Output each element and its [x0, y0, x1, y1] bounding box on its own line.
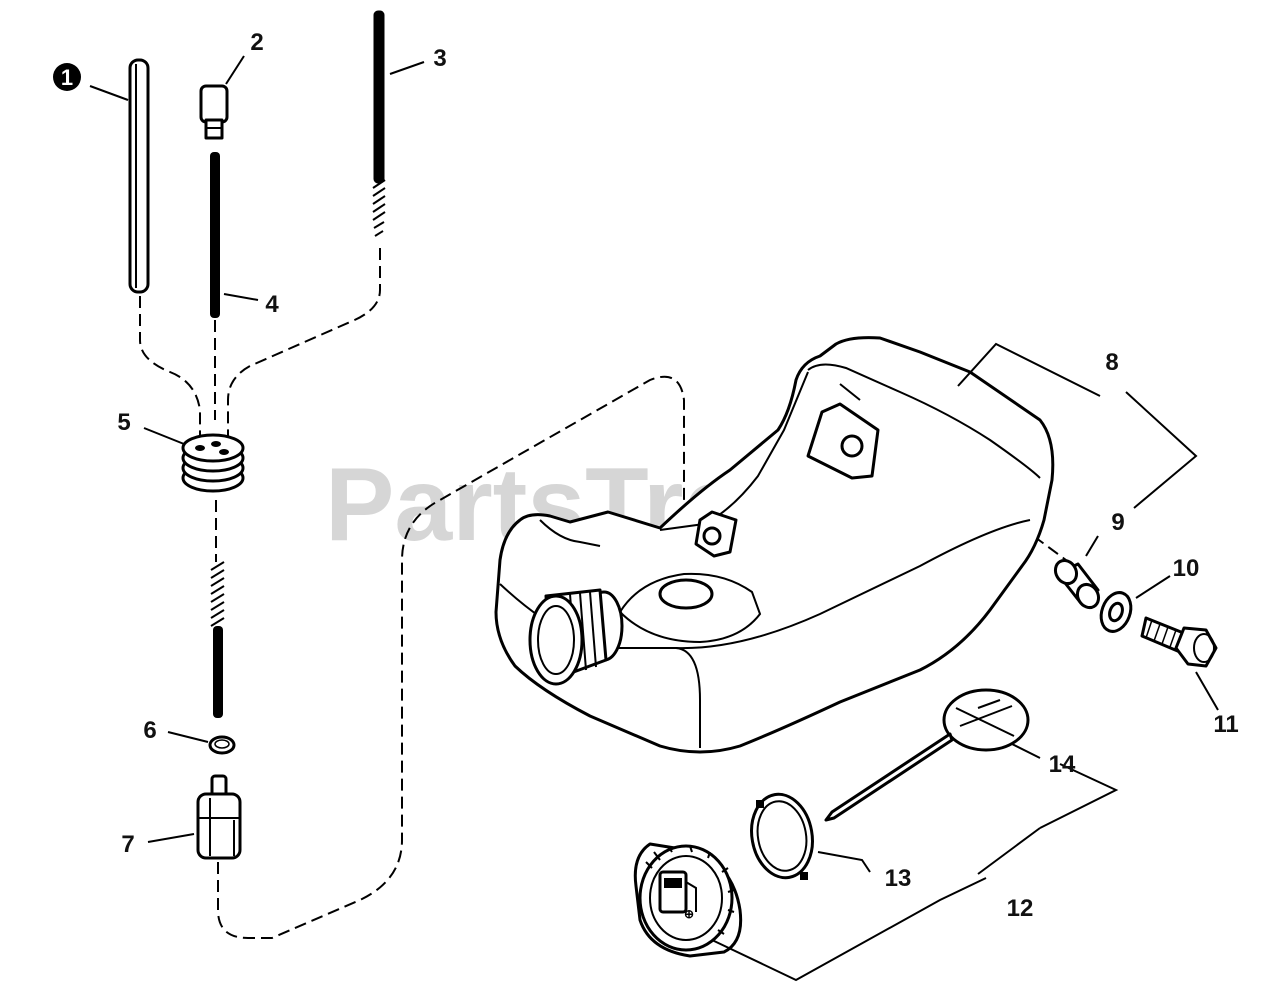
leader-lines: [89, 55, 1219, 982]
callout-11[interactable]: 11: [1213, 711, 1238, 738]
callout-1[interactable]: 1: [53, 63, 81, 91]
callout-9[interactable]: 9: [1111, 509, 1124, 536]
part-10-washer[interactable]: [1096, 588, 1136, 635]
callout-5[interactable]: 5: [117, 409, 130, 436]
callout-13[interactable]: 13: [885, 865, 912, 892]
part-4-hose[interactable]: [210, 152, 220, 318]
part-11-bolt[interactable]: [1140, 616, 1218, 668]
callout-4[interactable]: 4: [265, 291, 279, 318]
callout-1-label: 1: [61, 65, 73, 90]
part-12-fuel-cap[interactable]: ⊕: [633, 842, 743, 958]
part-14-tether[interactable]: [824, 688, 1030, 822]
callout-2[interactable]: 2: [250, 29, 263, 56]
part-8-fuel-tank[interactable]: [494, 336, 1055, 754]
callout-7[interactable]: 7: [121, 831, 134, 858]
part-13-gasket[interactable]: [745, 789, 819, 882]
fuel-pump-icon: ⊕: [658, 870, 697, 921]
part-6-clip[interactable]: [208, 735, 236, 755]
part-7-fuel-filter[interactable]: [196, 774, 242, 860]
callout-12[interactable]: 12: [1007, 895, 1034, 922]
tank-threaded-neck: [528, 588, 624, 686]
svg-text:⊕: ⊕: [684, 907, 694, 921]
callout-14[interactable]: 14: [1049, 751, 1076, 778]
callout-10[interactable]: 10: [1173, 555, 1200, 582]
part-9-bushing[interactable]: [1051, 557, 1102, 612]
fuel-line-lower[interactable]: [210, 561, 225, 718]
part-5-grommet[interactable]: [181, 433, 245, 493]
callout-3[interactable]: 3: [433, 45, 446, 72]
callout-6[interactable]: 6: [143, 717, 156, 744]
part-3-hose[interactable]: [372, 10, 386, 237]
part-1-pipe[interactable]: [128, 58, 150, 294]
callout-labels: 1 2 3 4 5 6 7 8 9 10 11 12 13 14: [53, 29, 1239, 922]
callout-8[interactable]: 8: [1105, 349, 1118, 376]
part-2-plug[interactable]: [199, 84, 229, 140]
